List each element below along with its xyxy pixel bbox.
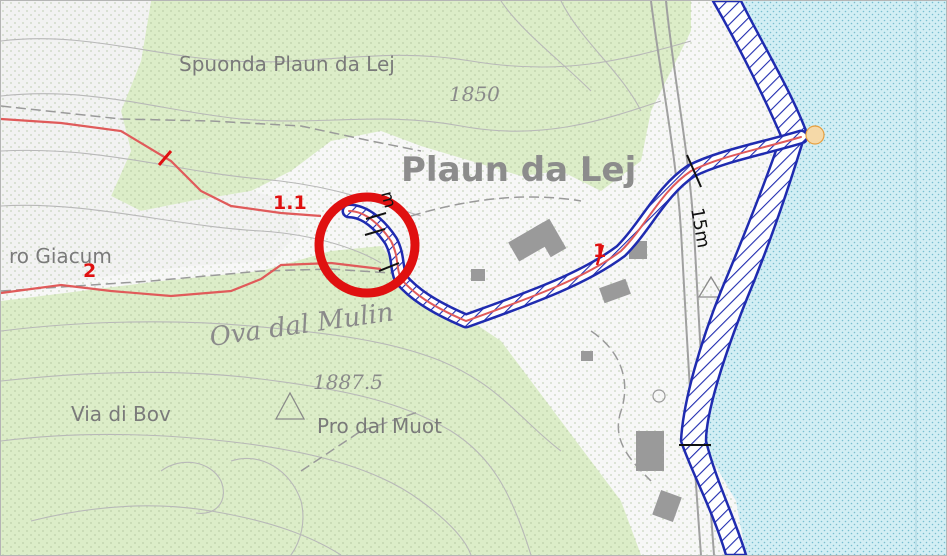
label-bov: Via di Bov — [71, 402, 171, 426]
label-elev-1850: 1850 — [449, 82, 500, 106]
route-label-2: 2 — [83, 260, 96, 282]
width-label-short: m — [376, 189, 400, 210]
label-elev-1887: 1887.5 — [313, 370, 383, 394]
route-label-1-1: 1.1 — [273, 192, 307, 214]
survey-points — [274, 275, 725, 420]
hiking-trails — [1, 117, 382, 298]
roads — [1, 105, 652, 482]
shore-buffer — [679, 1, 808, 555]
highlight-circle[interactable] — [314, 192, 420, 298]
route-endpoint[interactable] — [805, 125, 825, 145]
label-giacum: ro Giacum — [9, 244, 112, 268]
label-muot: Pro dal Muot — [317, 414, 442, 438]
label-spuonda: Spuonda Plaun da Lej — [179, 52, 395, 76]
buildings — [471, 218, 682, 522]
route-label-1: 1 — [593, 240, 606, 262]
width-markers — [364, 154, 711, 446]
route-buffer — [341, 129, 809, 329]
label-plaun: Plaun da Lej — [401, 150, 636, 190]
contour-lines — [1, 1, 692, 555]
